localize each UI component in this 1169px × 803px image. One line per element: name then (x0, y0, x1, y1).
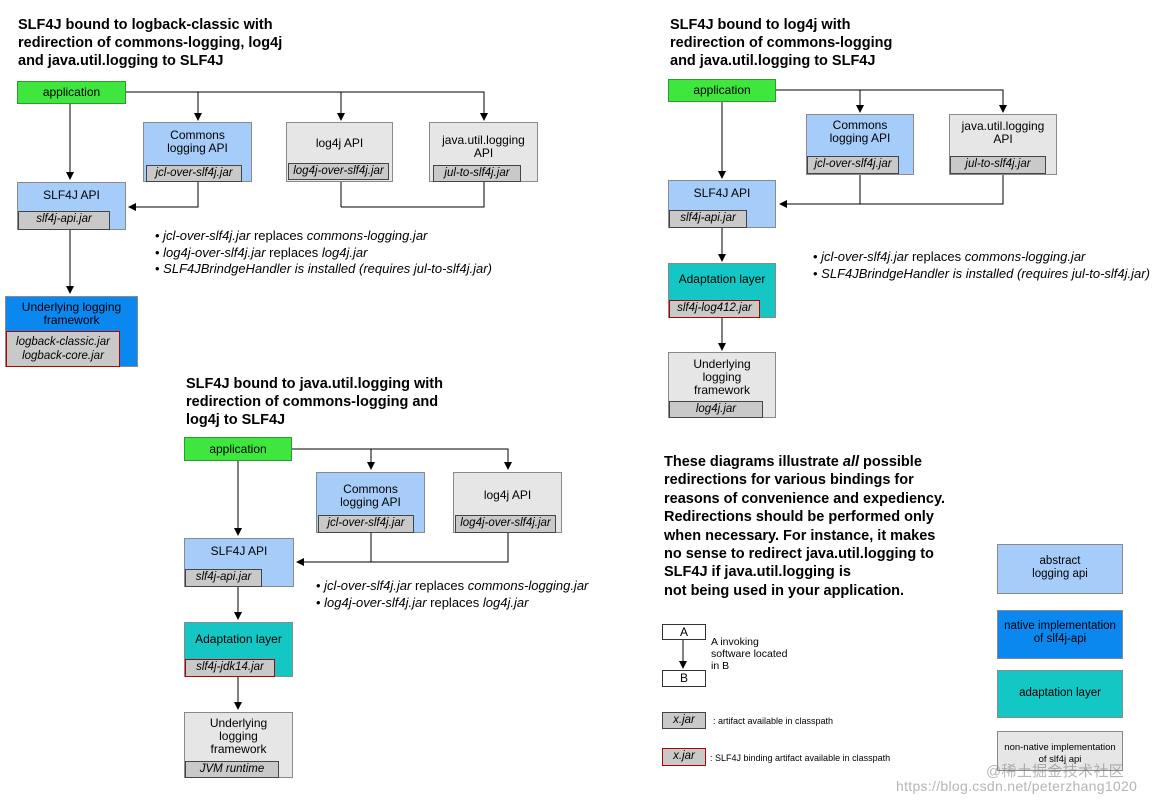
diagram1-note-3: • SLF4JBrindgeHandler is installed (requ… (155, 261, 492, 276)
diagram3-notes: • jcl-over-slf4j.jar replaces commons-lo… (316, 578, 588, 611)
legend-adaptation-box: adaptation layer (997, 670, 1123, 718)
diagram1-slf4j-api-box: SLF4J API slf4j-api.jar (17, 182, 126, 230)
diagram3-framework-box: Underlying logging framework JVM runtime (184, 712, 293, 778)
diagram1-framework-box: Underlying logging framework logback-cla… (5, 296, 138, 367)
diagram1-jul-api-box: java.util.logging API jul-to-slf4j.jar (429, 122, 538, 182)
diagram2-slf4j-api-box: SLF4J API slf4j-api.jar (668, 180, 776, 228)
diagram3-framework-jar: JVM runtime (185, 761, 279, 778)
diagram2-application-box: application (668, 79, 776, 102)
diagram2-framework-jar: log4j.jar (669, 401, 763, 418)
diagram2-slf4j-api-label: SLF4J API (693, 186, 751, 200)
diagram1-commons-api-box: Commons logging API jcl-over-slf4j.jar (143, 122, 252, 182)
diagram1-slf4j-api-label: SLF4J API (43, 188, 100, 202)
diagram2-title: SLF4J bound to log4j with redirection of… (670, 17, 893, 69)
diagram2-adaptation-label: Adaptation layer (678, 272, 766, 286)
diagram2-jul-jar: jul-to-slf4j.jar (950, 156, 1046, 174)
diagram2-adaptation-jar: slf4j-log412.jar (669, 300, 760, 318)
diagram1-notes: • jcl-over-slf4j.jar replaces commons-lo… (155, 228, 492, 278)
legend-box-a: A (662, 624, 706, 640)
diagram1-framework-label: Underlying logging framework (21, 300, 122, 327)
diagram3-note-1: • jcl-over-slf4j.jar replaces commons-lo… (316, 578, 589, 593)
legend-abstract-box: abstract logging api (997, 544, 1123, 594)
diagram2-commons-jar: jcl-over-slf4j.jar (807, 156, 899, 174)
legend-binding-text: : SLF4J binding artifact available in cl… (710, 753, 891, 763)
diagram3-commons-api-label: Commons logging API (340, 482, 401, 509)
diagram1-commons-jar: jcl-over-slf4j.jar (146, 165, 242, 182)
diagram1-jul-jar: jul-to-slf4j.jar (433, 165, 521, 182)
diagram1-log4j-api-box: log4j API log4j-over-slf4j.jar (286, 122, 393, 182)
diagram3-log4j-jar: log4j-over-slf4j.jar (455, 515, 556, 533)
diagram2-framework-box: Underlying logging framework log4j.jar (668, 352, 776, 418)
diagram1-title: SLF4J bound to logback-classic with redi… (18, 17, 283, 69)
diagram2-slf4j-jar: slf4j-api.jar (669, 210, 747, 228)
diagram1-jul-api-label: java.util.logging API (442, 133, 525, 160)
legend-jar-text: : artifact available in classpath (713, 716, 834, 726)
diagram2-jul-api-label: java.util.logging API (961, 119, 1045, 146)
legend-jar-sample: x.jar (662, 712, 706, 729)
diagram1-framework-jar: logback-classic.jar logback-core.jar (6, 331, 120, 367)
diagram3-adaptation-box: Adaptation layer slf4j-jdk14.jar (184, 622, 293, 677)
diagram3-framework-label: Underlying logging framework (209, 716, 268, 756)
diagram1-note-2: • log4j-over-slf4j.jar replaces log4j.ja… (155, 244, 368, 260)
legend-invoke-text: A invoking software located in B (711, 636, 788, 672)
diagram3-application-box: application (184, 437, 292, 461)
watermark-url: https://blog.csdn.net/peterzhang1020 (896, 778, 1138, 794)
diagram1-slf4j-jar: slf4j-api.jar (18, 211, 110, 230)
diagram2-commons-api-label: Commons logging API (829, 118, 891, 145)
diagram2-commons-api-box: Commons logging API jcl-over-slf4j.jar (806, 114, 914, 175)
legend-box-b: B (662, 670, 706, 687)
diagram3-slf4j-api-box: SLF4J API slf4j-api.jar (184, 538, 294, 587)
diagram1-log4j-jar: log4j-over-slf4j.jar (288, 163, 389, 180)
legend-binding-sample: x.jar (662, 748, 706, 766)
diagram1-commons-api-label: Commons logging API (167, 128, 228, 155)
legend-native-box: native implementation of slf4j-api (997, 610, 1123, 659)
diagram3-log4j-api-box: log4j API log4j-over-slf4j.jar (453, 472, 562, 533)
diagram3-commons-jar: jcl-over-slf4j.jar (318, 515, 414, 533)
diagram2-jul-api-box: java.util.logging API jul-to-slf4j.jar (949, 114, 1057, 175)
diagram3-adaptation-label: Adaptation layer (195, 632, 282, 646)
diagram1-application-box: application (17, 81, 126, 104)
diagram3-slf4j-jar: slf4j-api.jar (185, 569, 262, 587)
diagram3-adaptation-jar: slf4j-jdk14.jar (185, 659, 275, 677)
diagram3-commons-api-box: Commons logging API jcl-over-slf4j.jar (316, 472, 425, 533)
diagram1-log4j-api-label: log4j API (315, 136, 364, 150)
diagram2-note-1: • jcl-over-slf4j.jar replaces commons-lo… (813, 249, 1086, 264)
legend-nonnative-box: non-native implementation of slf4j api (997, 731, 1123, 771)
explanation-paragraph: These diagrams illustrate all possible r… (664, 454, 945, 599)
diagram2-framework-label: Underlying logging framework (693, 357, 751, 397)
diagram1-note-1: • jcl-over-slf4j.jar replaces commons-lo… (155, 228, 428, 243)
watermark-site: @稀土掘金技术社区 (986, 763, 1124, 780)
diagram3-note-2: • log4j-over-slf4j.jar replaces log4j.ja… (316, 594, 529, 610)
diagram2-note-2: • SLF4JBrindgeHandler is installed (requ… (813, 265, 1150, 281)
diagram3-slf4j-api-label: SLF4J API (210, 544, 268, 558)
diagram3-log4j-api-label: log4j API (483, 488, 532, 502)
diagram2-adaptation-box: Adaptation layer slf4j-log412.jar (668, 263, 776, 318)
diagram3-title: SLF4J bound to java.util.logging with re… (186, 376, 443, 428)
diagram2-notes: • jcl-over-slf4j.jar replaces commons-lo… (813, 249, 1150, 282)
